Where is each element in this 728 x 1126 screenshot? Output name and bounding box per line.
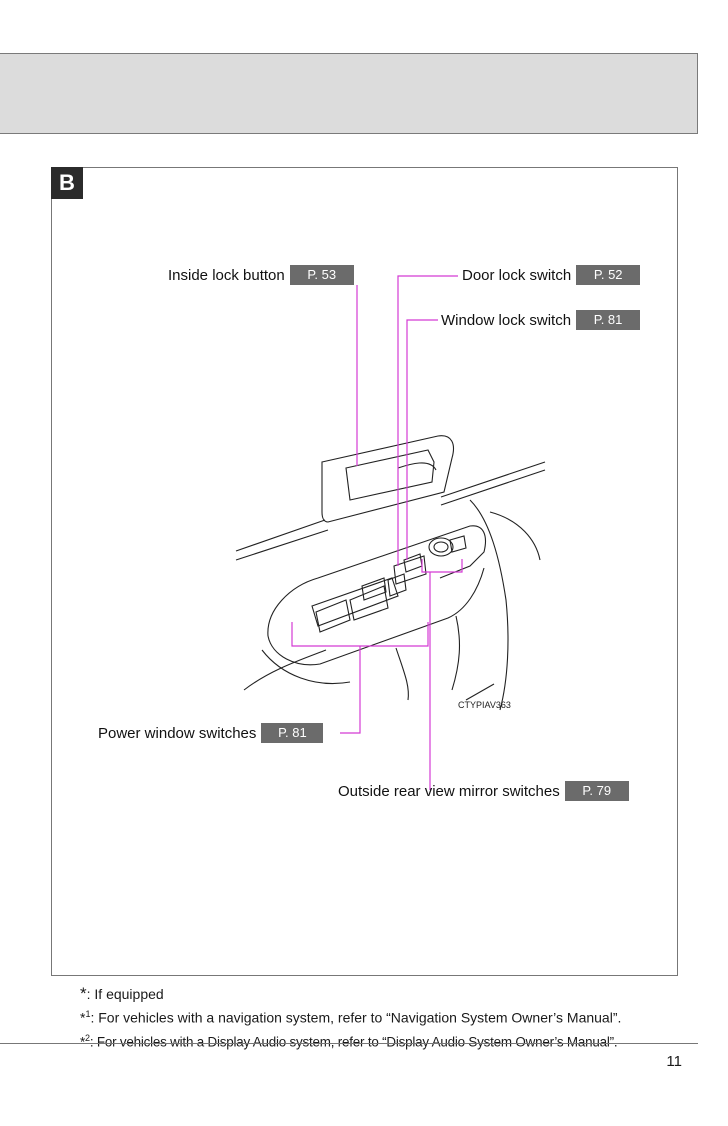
callout-window-lock-switch: Window lock switch P. 81 <box>441 310 641 330</box>
callout-label: Power window switches <box>98 724 257 742</box>
footnote-text: : If equipped <box>86 986 164 1002</box>
armrest-contour <box>395 647 409 701</box>
image-code: CTYPIAV363 <box>458 700 511 710</box>
mirror-switch-knob <box>428 537 454 557</box>
callout-label: Door lock switch <box>462 266 572 284</box>
leader-power-window <box>291 622 429 647</box>
door-trim-line <box>235 529 329 561</box>
page-reference-link[interactable]: P. 79 <box>564 781 629 801</box>
page-reference-link[interactable]: P. 81 <box>576 310 641 330</box>
callout-label: Window lock switch <box>441 311 572 329</box>
footnote-marker: * <box>80 1009 86 1026</box>
image-code-leader <box>465 683 495 701</box>
window-lock-switch <box>393 555 427 585</box>
page-reference-link[interactable]: P. 53 <box>289 265 354 285</box>
door-trim-line <box>440 469 546 506</box>
section-badge: B <box>51 167 83 199</box>
page-reference-link[interactable]: P. 52 <box>576 265 641 285</box>
mirror-switch-knob-inner <box>433 541 449 553</box>
footnote-marker: * <box>80 984 87 1003</box>
armrest-outline <box>267 567 485 666</box>
callout-outside-rear-view-mirror-switches: Outside rear view mirror switches P. 79 <box>338 781 629 801</box>
door-curve <box>243 649 327 691</box>
door-curve <box>489 511 541 561</box>
door-handle-recess <box>345 449 435 501</box>
window-switch <box>387 573 407 597</box>
footnote-text: : For vehicles with a navigation system,… <box>90 1009 622 1026</box>
armrest-contour <box>451 615 460 691</box>
leader-power-window <box>340 646 361 734</box>
callout-power-window-switches: Power window switches P. 81 <box>98 723 324 743</box>
mirror-selector <box>449 535 467 553</box>
callout-label: Inside lock button <box>168 266 285 284</box>
footnote-marker: * <box>80 1034 86 1050</box>
callout-door-lock-switch: Door lock switch P. 52 <box>462 265 641 285</box>
door-trim-line <box>235 519 326 552</box>
window-switch <box>361 577 387 601</box>
page-reference-link[interactable]: P. 81 <box>261 723 324 743</box>
window-switch-block <box>311 577 399 627</box>
door-trim-line <box>440 461 546 498</box>
callout-label: Outside rear view mirror switches <box>338 782 560 800</box>
window-switch <box>349 585 389 621</box>
callout-inside-lock-button: Inside lock button P. 53 <box>168 265 354 285</box>
window-switch <box>315 599 351 633</box>
footnote-navigation: *1: For vehicles with a navigation syste… <box>80 1004 700 1028</box>
door-handle-bezel <box>321 435 455 523</box>
footnote-if-equipped: *: If equipped <box>80 984 700 1004</box>
page-number: 11 <box>666 1053 682 1070</box>
armrest-outline <box>267 525 487 637</box>
door-curve <box>469 499 509 711</box>
footnote-superscript: 1 <box>85 1009 91 1019</box>
header-band <box>0 53 698 134</box>
footnote-display-audio: *2: For vehicles with a Display Audio sy… <box>80 1028 700 1052</box>
leader-door-lock <box>397 275 458 566</box>
footnote-text: : For vehicles with a Display Audio syst… <box>89 1034 618 1050</box>
leader-mirror <box>421 559 463 573</box>
footer-rule <box>0 1043 698 1044</box>
door-handle-lever <box>397 462 437 471</box>
leader-window-lock <box>406 319 438 560</box>
armrest-contour <box>261 649 351 685</box>
footnote-superscript: 2 <box>85 1032 90 1043</box>
footnotes: *: If equipped *1: For vehicles with a n… <box>80 984 700 1052</box>
illustration-frame <box>51 167 678 976</box>
